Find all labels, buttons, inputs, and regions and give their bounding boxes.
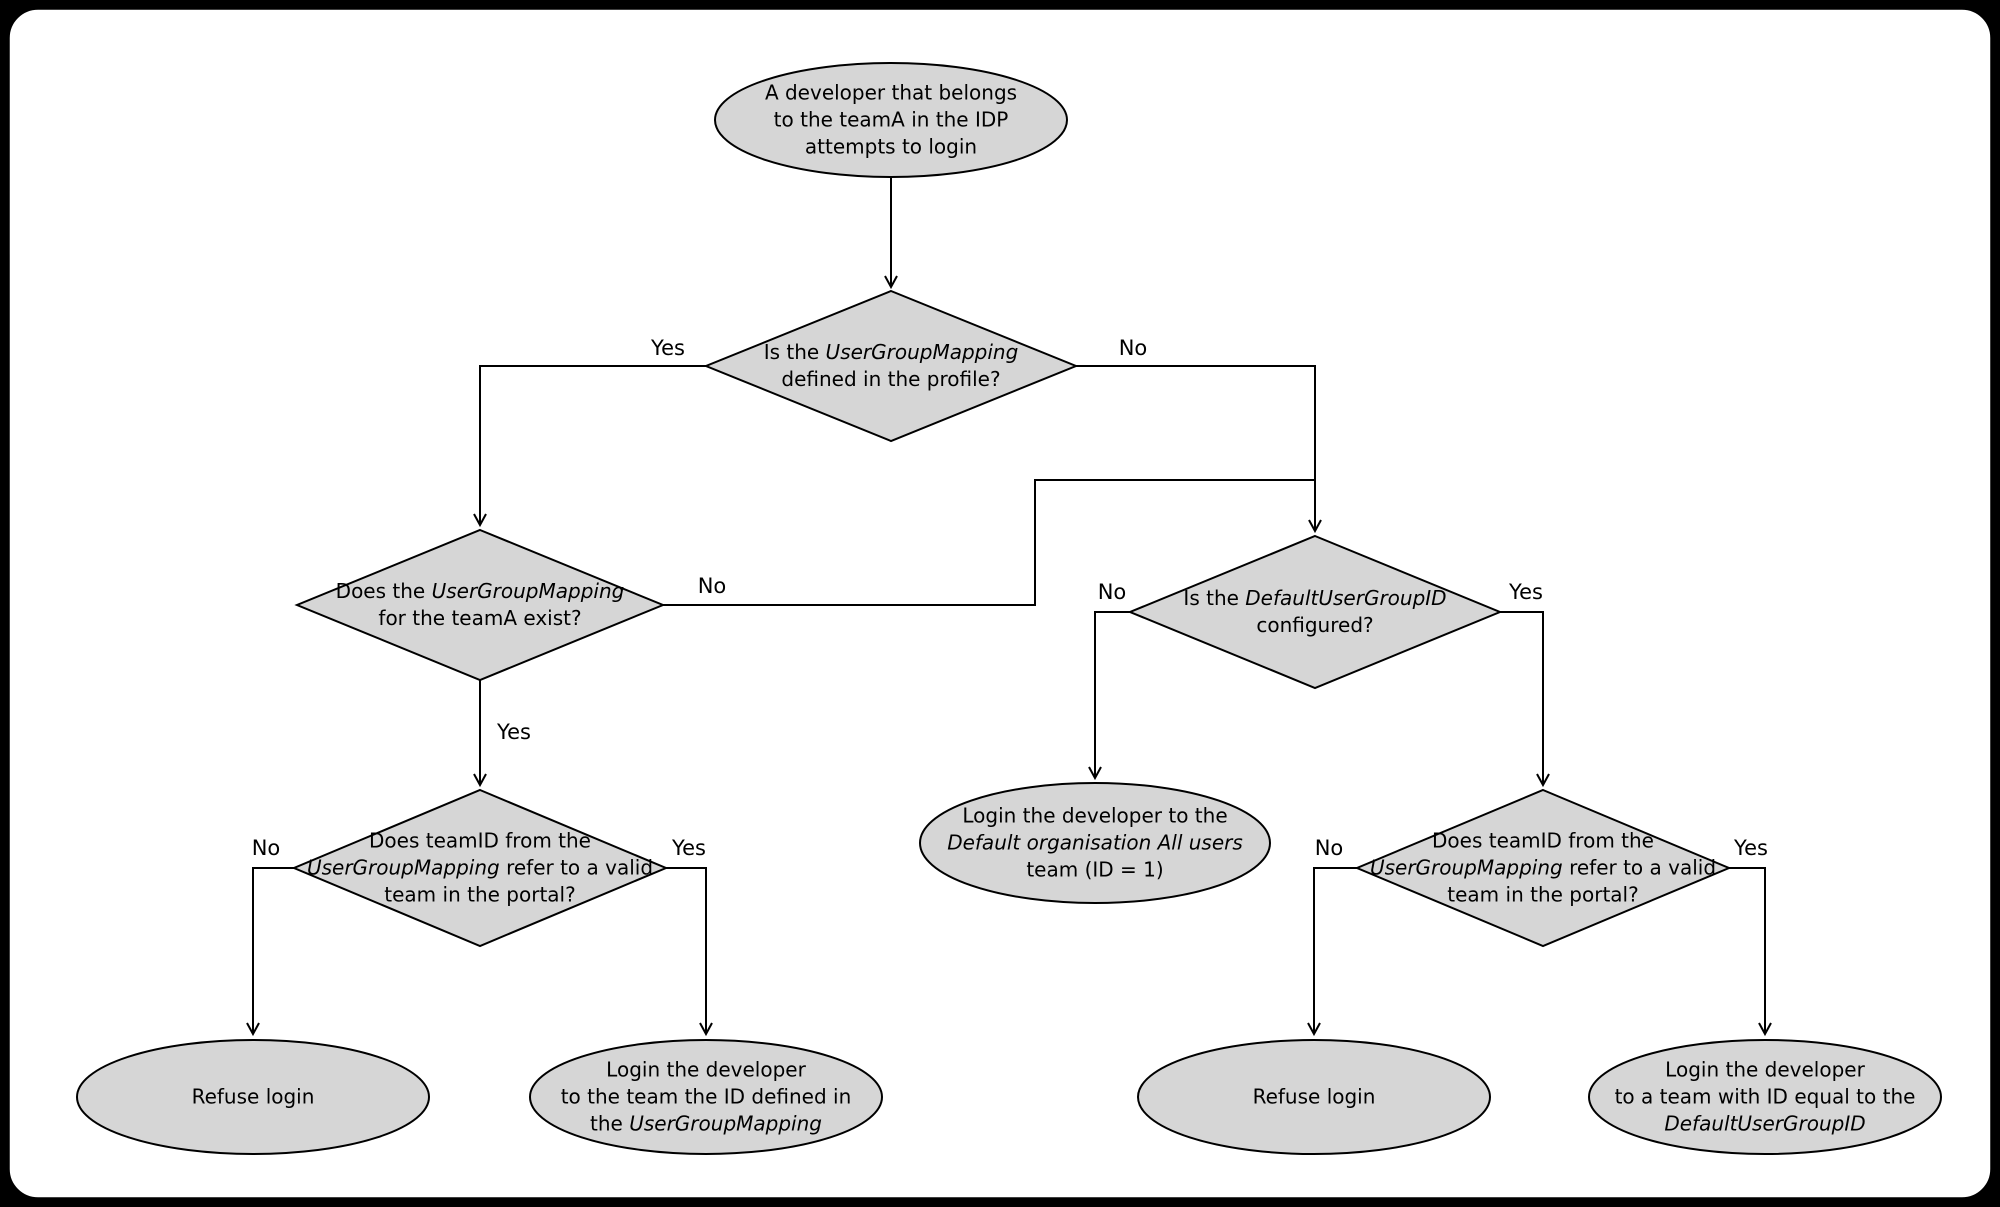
d4-line-1: Does teamID from the <box>369 828 591 853</box>
edge-label-d4-no: No <box>251 836 281 860</box>
d4-line-2: UserGroupMapping refer to a valid <box>306 855 654 880</box>
default-org-line-1: Login the developer to the <box>962 803 1228 828</box>
decision-mapping-defined-shape <box>703 289 1079 443</box>
login-default-line-1: Login the developer <box>1665 1057 1865 1082</box>
start-line-2: to the teamA in the IDP <box>773 107 1009 132</box>
edge-d1-yes-to-d2 <box>473 365 706 528</box>
decision-defaultgroup-configured-shape <box>1127 534 1503 690</box>
edge-label-d2-yes: Yes <box>497 720 531 744</box>
edge-label-d3-no: No <box>1097 580 1127 604</box>
start-node: A developer that belongs to the teamA in… <box>765 80 1017 161</box>
refuse-left-ellipse-shape <box>76 1039 430 1155</box>
d5-line-1: Does teamID from the <box>1432 828 1654 853</box>
login-mapping-line-2: to the team the ID defined in <box>560 1084 852 1109</box>
decision-mapping-exists-shape <box>294 528 666 682</box>
d4-line-3: team in the portal? <box>384 882 576 907</box>
decision-mapping-exists: Does the UserGroupMapping for the teamA … <box>336 578 625 632</box>
start-ellipse-shape <box>714 62 1068 178</box>
d3-line-2: configured? <box>1256 613 1374 637</box>
edge-label-d4-yes: Yes <box>672 836 706 860</box>
edge-d3-yes-to-d5 <box>1500 611 1550 788</box>
login-default-node: Login the developer to a team with ID eq… <box>1615 1057 1916 1138</box>
edge-label-d5-no: No <box>1314 836 1344 860</box>
decision-mapping-defined: Is the UserGroupMapping defined in the p… <box>764 339 1019 393</box>
refuse-right-node: Refuse login <box>1253 1084 1376 1111</box>
login-mapping-ellipse-shape <box>529 1039 883 1155</box>
refuse-right-line-1: Refuse login <box>1252 1084 1376 1109</box>
edge-label-d1-no: No <box>1118 336 1148 360</box>
login-mapping-node: Login the developer to the team the ID d… <box>561 1057 852 1138</box>
d2-line-2: for the teamA exist? <box>378 606 582 630</box>
edge-d5-yes-to-login-default <box>1729 867 1772 1037</box>
login-mapping-line-3: the UserGroupMapping <box>590 1111 822 1136</box>
edge-label-d3-yes: Yes <box>1509 580 1543 604</box>
default-org-node: Login the developer to the Default organ… <box>947 803 1243 884</box>
edge-label-d2-no: No <box>697 574 727 598</box>
d1-line-2: defined in the profile? <box>781 367 1001 391</box>
refuse-left-line-1: Refuse login <box>191 1084 315 1109</box>
login-default-ellipse-shape <box>1588 1039 1942 1155</box>
decision-defaultgroup-configured: Is the DefaultUserGroupID configured? <box>1183 585 1446 639</box>
login-default-line-3: DefaultUserGroupID <box>1664 1111 1866 1136</box>
refuse-left-node: Refuse login <box>192 1084 315 1111</box>
decision-teamid-valid-right-shape <box>1354 788 1732 948</box>
start-line-1: A developer that belongs <box>764 80 1018 105</box>
decision-teamid-valid-left: Does teamID from the UserGroupMapping re… <box>307 828 653 909</box>
default-org-ellipse-shape <box>919 782 1271 904</box>
start-line-3: attempts to login <box>804 134 978 159</box>
default-org-line-2: Default organisation All users <box>947 830 1243 855</box>
d5-line-3: team in the portal? <box>1447 882 1639 907</box>
default-org-line-3: team (ID = 1) <box>1026 857 1164 882</box>
edge-d4-no-to-refuse-left <box>246 867 294 1037</box>
decision-teamid-valid-left-shape <box>291 788 669 948</box>
d1-line-1: Is the UserGroupMapping <box>763 340 1019 364</box>
refuse-right-ellipse-shape <box>1137 1039 1491 1155</box>
edge-label-d5-yes: Yes <box>1734 836 1768 860</box>
d2-line-1: Does the UserGroupMapping <box>335 579 625 603</box>
edge-d5-no-to-refuse-right <box>1307 867 1357 1037</box>
edge-d3-no-to-default-org <box>1088 611 1130 781</box>
edge-d1-no-to-d3 <box>1076 365 1322 534</box>
login-mapping-line-1: Login the developer <box>606 1057 806 1082</box>
d5-line-2: UserGroupMapping refer to a valid <box>1369 855 1717 880</box>
d3-line-1: Is the DefaultUserGroupID <box>1183 586 1447 610</box>
edge-label-d1-yes: Yes <box>651 336 685 360</box>
edge-d2-no-to-d3 <box>663 479 1315 606</box>
login-default-line-2: to a team with ID equal to the <box>1614 1084 1916 1109</box>
edge-d4-yes-to-login-mapping <box>666 867 713 1037</box>
decision-teamid-valid-right: Does teamID from the UserGroupMapping re… <box>1370 828 1716 909</box>
